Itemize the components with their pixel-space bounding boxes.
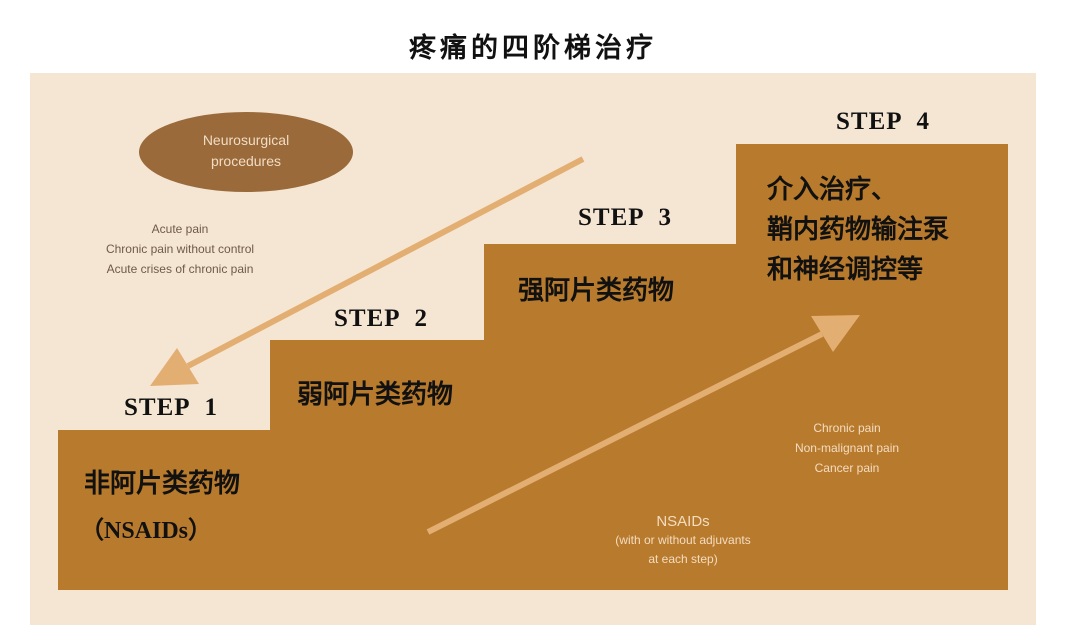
- step-3-label: STEP 3: [578, 204, 672, 232]
- acute-line: Acute pain: [151, 222, 209, 236]
- step-4-drug-line: 鞘内药物输注泵: [767, 215, 950, 245]
- step-1-label: STEP 1: [124, 394, 218, 422]
- step-4-label: STEP 4: [836, 108, 930, 136]
- acute-line: Acute crises of chronic pain: [106, 262, 254, 276]
- step-word: STEP: [124, 394, 191, 421]
- step-4-drugs: 介入治疗、 鞘内药物输注泵 和神经调控等: [767, 170, 949, 290]
- staircase-shape: [58, 144, 1008, 590]
- step-word: STEP: [578, 204, 645, 231]
- step-1-drugs-en: （NSAIDs）: [80, 518, 213, 544]
- chronic-line: Chronic pain: [813, 421, 881, 435]
- chronic-line: Cancer pain: [814, 461, 880, 475]
- step-4-drug-line: 介入治疗、: [767, 175, 898, 205]
- step-3-drugs: 强阿片类药物: [518, 276, 675, 306]
- ascending-arrow: [426, 315, 860, 535]
- step-2-drugs: 弱阿片类药物: [297, 380, 454, 410]
- neurosurgical-ellipse: [139, 112, 353, 192]
- ellipse-line: Neurosurgical: [202, 132, 290, 148]
- step-word: STEP: [836, 108, 903, 135]
- descending-arrow: [150, 156, 585, 386]
- step-2-label: STEP 2: [334, 305, 428, 333]
- page-title: 疼痛的四阶梯治疗: [409, 33, 657, 64]
- step-4-drug-line: 和神经调控等: [767, 255, 924, 285]
- acute-pain-list: Acute pain Chronic pain without control …: [40, 219, 320, 279]
- acute-line: Chronic pain without control: [105, 242, 255, 256]
- step-number: 3: [658, 204, 673, 231]
- nsaids-line: (with or without adjuvants: [615, 533, 751, 547]
- nsaids-line: at each step): [648, 552, 718, 566]
- chronic-line: Non-malignant pain: [794, 441, 900, 455]
- step-1-drugs: 非阿片类药物: [84, 469, 241, 499]
- nsaids-note: NSAIDs (with or without adjuvants at eac…: [563, 512, 803, 569]
- step-number: 4: [916, 108, 931, 135]
- step-number: 2: [414, 305, 429, 332]
- ellipse-label: Neurosurgical procedures: [139, 130, 353, 172]
- step-number: 1: [204, 394, 219, 421]
- ellipse-line: procedures: [210, 153, 282, 169]
- chronic-pain-list: Chronic pain Non-malignant pain Cancer p…: [747, 418, 947, 478]
- nsaids-title: NSAIDs: [656, 513, 710, 530]
- step-word: STEP: [334, 305, 401, 332]
